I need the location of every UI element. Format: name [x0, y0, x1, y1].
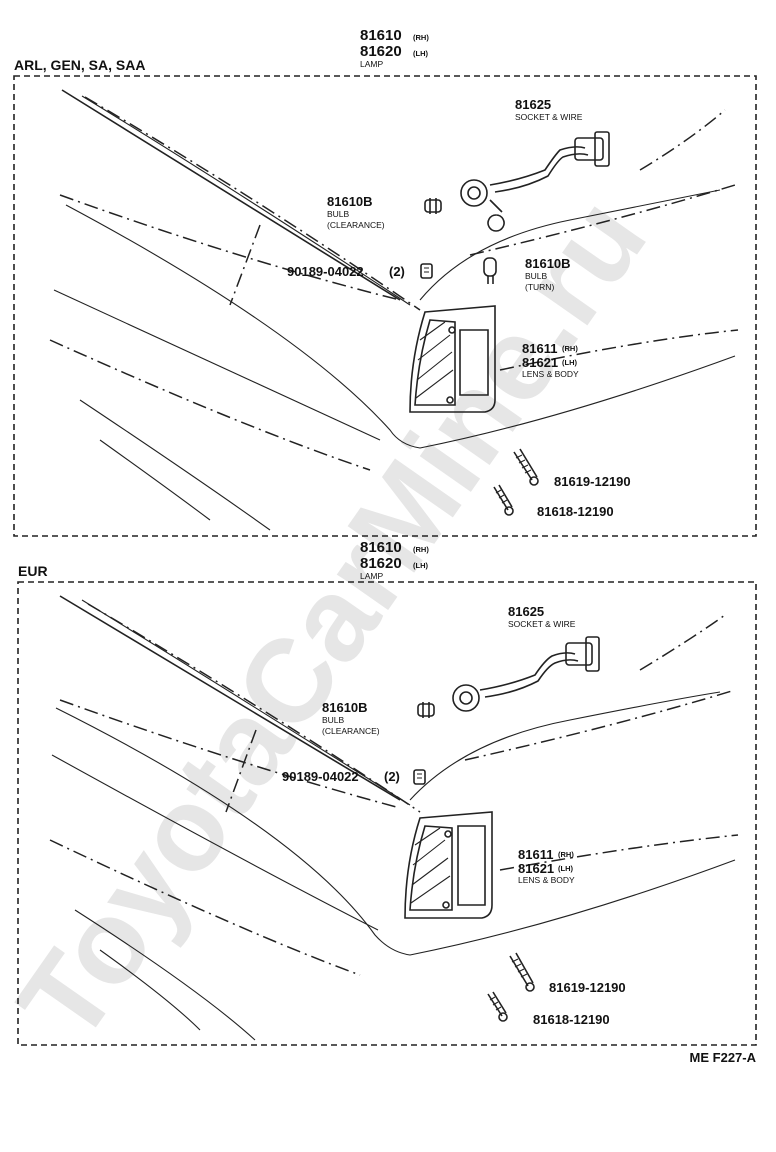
lens-lh-number: 81621: [522, 355, 558, 370]
lamp-name: LAMP: [360, 59, 383, 69]
bulb-clearance-number: 81610B: [322, 700, 368, 715]
screw-a-number: 81619-12190: [549, 980, 626, 995]
lamp-lh-number: 81620: [360, 555, 402, 572]
nut-qty: (2): [384, 769, 400, 784]
bulb-clearance-part: [424, 198, 442, 214]
lens-lh-number: 81621: [518, 861, 554, 876]
lens-rh-suffix: (RH): [558, 850, 574, 859]
lamp-rh-suffix: (RH): [413, 33, 429, 42]
lens-lh-suffix: (LH): [558, 864, 573, 873]
bulb-turn-line2: (TURN): [525, 282, 554, 292]
bulb-clearance-number: 81610B: [327, 194, 373, 209]
figure-code: ME F227-A: [690, 1050, 757, 1065]
bulb-turn-line1: BULB: [525, 271, 548, 281]
bulb-clearance-line1: BULB: [327, 209, 350, 219]
lens-name: LENS & BODY: [522, 369, 579, 379]
bulb-turn-part: [483, 257, 497, 284]
screw-b-number: 81618-12190: [537, 504, 614, 519]
screw-a-number: 81619-12190: [554, 474, 631, 489]
lamp-rh-suffix: (RH): [413, 545, 429, 554]
lens-body-part: [404, 811, 493, 919]
lens-name: LENS & BODY: [518, 875, 575, 885]
bulb-turn-number: 81610B: [525, 256, 571, 271]
bulb-clearance-line2: (CLEARANCE): [327, 220, 385, 230]
screw-a-part: [509, 952, 535, 992]
lens-lh-suffix: (LH): [562, 358, 577, 367]
lamp-rh-number: 81610: [360, 539, 402, 556]
screw-b-part: [487, 991, 508, 1022]
lamp-name: LAMP: [360, 571, 383, 581]
body-outline: [49, 595, 739, 1041]
lamp-lh-suffix: (LH): [413, 561, 428, 570]
nut-part: [413, 769, 426, 785]
section-frame: [17, 581, 757, 1046]
lamp-rh-number: 81610: [360, 27, 402, 44]
lens-body-part: [409, 305, 496, 413]
screw-b-part: [493, 484, 514, 516]
lamp-lh-number: 81620: [360, 43, 402, 60]
nut-qty: (2): [389, 264, 405, 279]
socket-wire-part: [452, 636, 600, 712]
variant-label: ARL, GEN, SA, SAA: [14, 57, 145, 73]
screw-b-number: 81618-12190: [533, 1012, 610, 1027]
section-frame: [13, 75, 757, 537]
section-bottom: 81610 (RH) 81620 (LH) LAMP EUR: [17, 539, 757, 1046]
lens-rh-number: 81611: [518, 847, 553, 862]
lens-rh-suffix: (RH): [562, 344, 578, 353]
nut-part: [420, 263, 433, 279]
socket-name: SOCKET & WIRE: [515, 112, 583, 122]
bulb-clearance-part: [417, 702, 435, 718]
nut-number: 90189-04022: [282, 769, 359, 784]
nut-number: 90189-04022: [287, 264, 364, 279]
bulb-clearance-line1: BULB: [322, 715, 345, 725]
lens-rh-number: 81611: [522, 341, 557, 356]
socket-name: SOCKET & WIRE: [508, 619, 576, 629]
screw-a-part: [513, 448, 539, 486]
variant-label: EUR: [18, 563, 48, 579]
bulb-clearance-line2: (CLEARANCE): [322, 726, 380, 736]
section-top: 81610 (RH) 81620 (LH) LAMP ARL, GEN, SA,…: [13, 27, 757, 537]
lamp-lh-suffix: (LH): [413, 49, 428, 58]
socket-wire-part: [460, 131, 610, 232]
body-outline: [49, 89, 739, 531]
socket-number: 81625: [508, 604, 544, 619]
socket-number: 81625: [515, 97, 551, 112]
